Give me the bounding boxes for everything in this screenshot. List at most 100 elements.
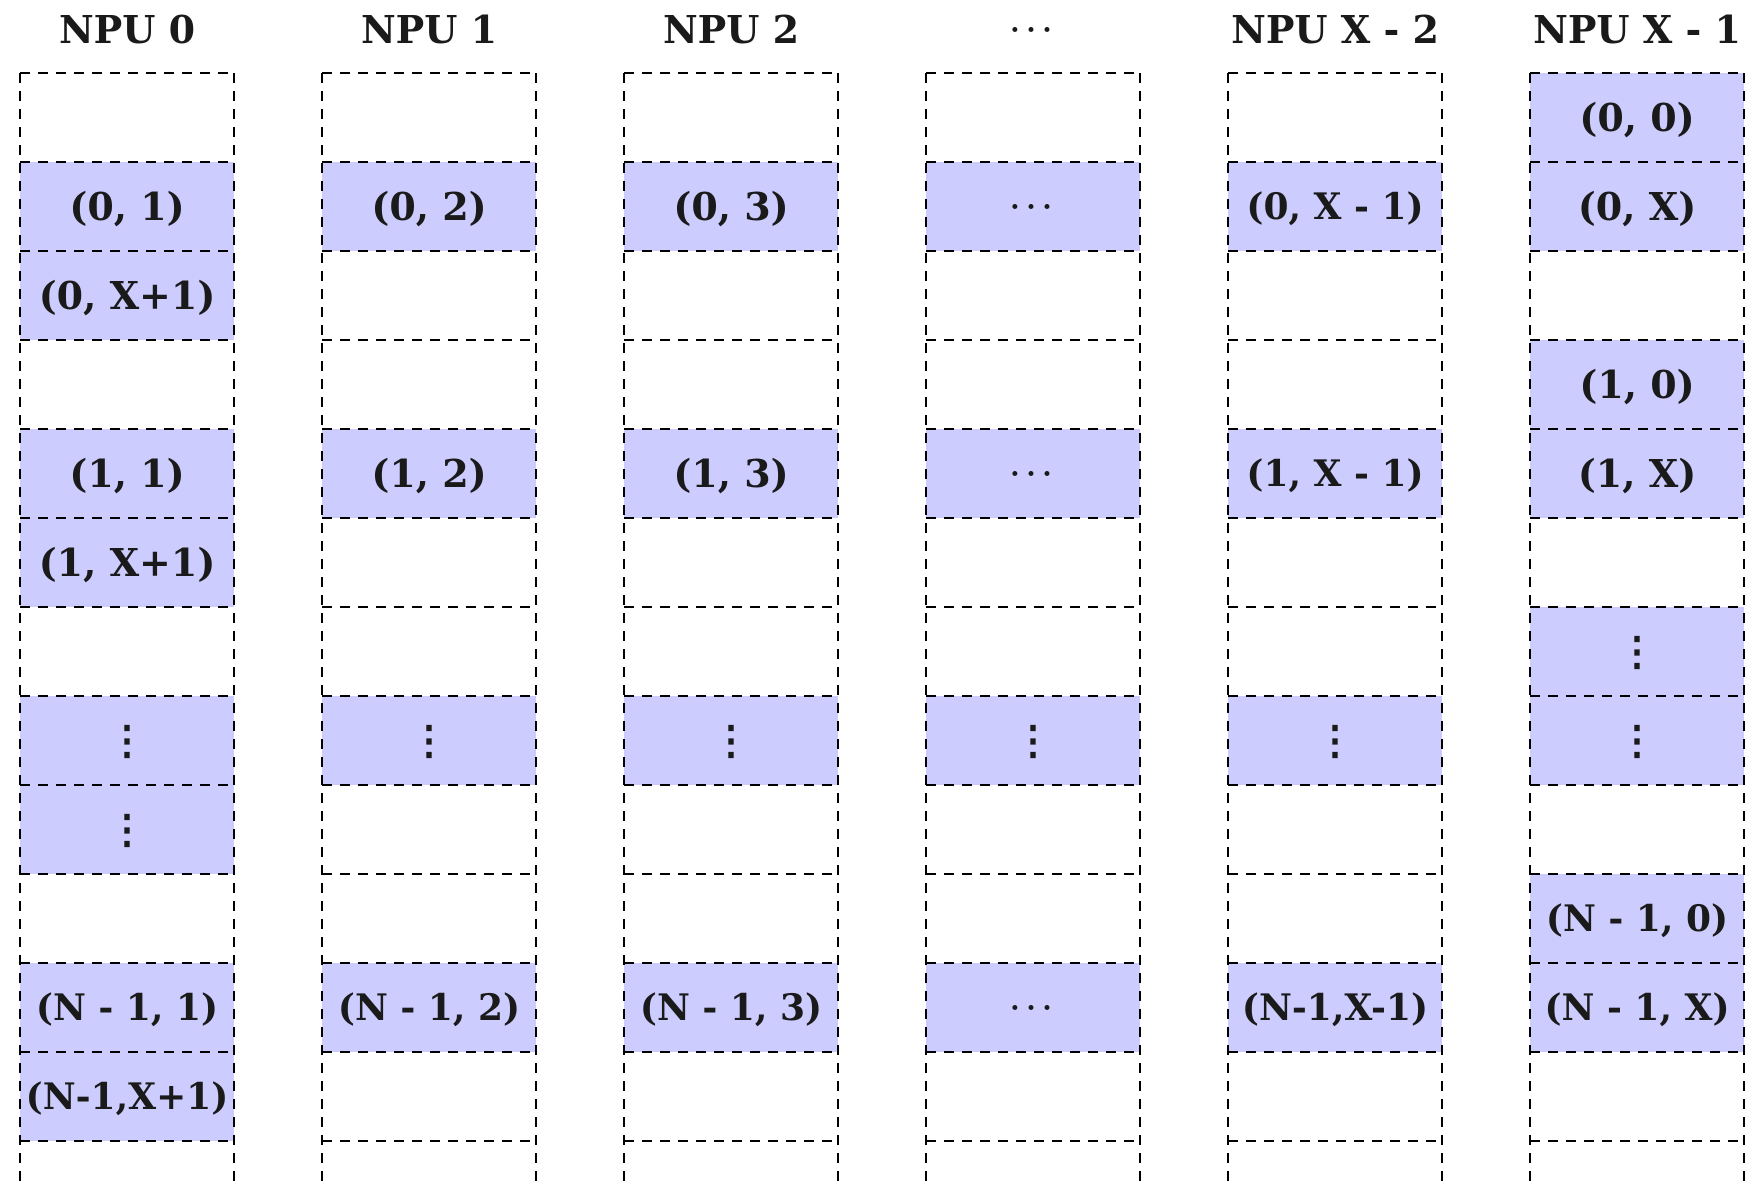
column-title-1: NPU 1 bbox=[360, 7, 498, 52]
cell-label: (N - 1, 2) bbox=[337, 986, 521, 1029]
memory-cell-c1-r12 bbox=[322, 1141, 536, 1181]
memory-cell-c4-r0 bbox=[1228, 73, 1442, 162]
memory-cell-c0-r11: (N-1,X+1) bbox=[20, 1052, 234, 1141]
memory-cell-c2-r10: (N - 1, 3) bbox=[624, 963, 838, 1052]
memory-cell-c0-r3 bbox=[20, 340, 234, 429]
memory-cell-c3-r4: ··· bbox=[926, 429, 1140, 518]
memory-cell-c4-r11 bbox=[1228, 1052, 1442, 1141]
memory-cell-c5-r0: (0, 0) bbox=[1530, 73, 1744, 162]
vertical-ellipsis: ⋮ bbox=[1617, 627, 1657, 675]
cell-label: (0, 2) bbox=[371, 184, 487, 229]
cell-label: (N - 1, 3) bbox=[639, 986, 823, 1029]
column-title-2: NPU 2 bbox=[662, 7, 800, 52]
memory-cell-c5-r12 bbox=[1530, 1141, 1744, 1181]
memory-cell-c3-r9 bbox=[926, 874, 1140, 963]
cell-label: (1, X+1) bbox=[38, 540, 216, 585]
memory-cell-c5-r4: (1, X) bbox=[1530, 429, 1744, 518]
cell-label: (1, X) bbox=[1577, 451, 1697, 496]
memory-cell-c2-r8 bbox=[624, 785, 838, 874]
memory-cell-c5-r7: ⋮ bbox=[1530, 696, 1744, 785]
vertical-ellipsis: ⋮ bbox=[107, 716, 147, 764]
memory-cell-c3-r11 bbox=[926, 1052, 1140, 1141]
cell-label: (N-1,X-1) bbox=[1241, 986, 1429, 1029]
memory-cell-c0-r9 bbox=[20, 874, 234, 963]
memory-cell-c1-r4: (1, 2) bbox=[322, 429, 536, 518]
memory-cell-c3-r1: ··· bbox=[926, 162, 1140, 251]
memory-cell-c4-r5 bbox=[1228, 518, 1442, 607]
cell-label: (0, 1) bbox=[69, 184, 185, 229]
memory-cell-c0-r2: (0, X+1) bbox=[20, 251, 234, 340]
memory-cell-c1-r5 bbox=[322, 518, 536, 607]
memory-cell-c3-r6 bbox=[926, 607, 1140, 696]
memory-cell-c3-r3 bbox=[926, 340, 1140, 429]
cell-label: (N - 1, 1) bbox=[35, 986, 219, 1029]
column-title-5: NPU X - 1 bbox=[1533, 7, 1741, 52]
memory-cell-c1-r10: (N - 1, 2) bbox=[322, 963, 536, 1052]
memory-cell-c3-r7: ⋮ bbox=[926, 696, 1140, 785]
cell-label: (N - 1, 0) bbox=[1545, 897, 1729, 940]
memory-cell-c0-r0 bbox=[20, 73, 234, 162]
cell-label: (N-1,X+1) bbox=[25, 1075, 229, 1118]
cell-label: (1, 1) bbox=[69, 451, 185, 496]
memory-cell-c4-r6 bbox=[1228, 607, 1442, 696]
cell-label: (1, 3) bbox=[673, 451, 789, 496]
memory-cell-c2-r6 bbox=[624, 607, 838, 696]
memory-cell-c3-r0 bbox=[926, 73, 1140, 162]
memory-cell-c4-r10: (N-1,X-1) bbox=[1228, 963, 1442, 1052]
memory-cell-c4-r8 bbox=[1228, 785, 1442, 874]
cell-label: (N - 1, X) bbox=[1544, 986, 1730, 1029]
cell-label: (1, 0) bbox=[1579, 362, 1695, 407]
cell-label: ··· bbox=[1008, 184, 1058, 229]
memory-cell-c0-r12 bbox=[20, 1141, 234, 1181]
memory-cell-c5-r11 bbox=[1530, 1052, 1744, 1141]
memory-cell-c2-r9 bbox=[624, 874, 838, 963]
vertical-ellipsis: ⋮ bbox=[1315, 716, 1355, 764]
memory-cell-c5-r10: (N - 1, X) bbox=[1530, 963, 1744, 1052]
memory-cell-c2-r0 bbox=[624, 73, 838, 162]
column-title-0: NPU 0 bbox=[58, 7, 196, 52]
memory-cell-c4-r12 bbox=[1228, 1141, 1442, 1181]
memory-cell-c2-r3 bbox=[624, 340, 838, 429]
vertical-ellipsis: ⋮ bbox=[711, 716, 751, 764]
memory-cell-c0-r4: (1, 1) bbox=[20, 429, 234, 518]
memory-cell-c0-r5: (1, X+1) bbox=[20, 518, 234, 607]
memory-cell-c1-r0 bbox=[322, 73, 536, 162]
memory-cell-c1-r3 bbox=[322, 340, 536, 429]
memory-cell-c3-r8 bbox=[926, 785, 1140, 874]
memory-cell-c0-r7: ⋮ bbox=[20, 696, 234, 785]
cell-label: ··· bbox=[1008, 451, 1058, 496]
memory-cell-c0-r1: (0, 1) bbox=[20, 162, 234, 251]
memory-cell-c1-r7: ⋮ bbox=[322, 696, 536, 785]
cell-label: (1, 2) bbox=[371, 451, 487, 496]
memory-cell-c2-r4: (1, 3) bbox=[624, 429, 838, 518]
memory-cell-c4-r7: ⋮ bbox=[1228, 696, 1442, 785]
cell-label: (0, 0) bbox=[1579, 95, 1695, 140]
memory-cell-c1-r2 bbox=[322, 251, 536, 340]
vertical-ellipsis: ⋮ bbox=[1617, 716, 1657, 764]
memory-cell-c2-r11 bbox=[624, 1052, 838, 1141]
memory-cell-c5-r3: (1, 0) bbox=[1530, 340, 1744, 429]
memory-cell-c3-r12 bbox=[926, 1141, 1140, 1181]
memory-cell-c3-r10: ··· bbox=[926, 963, 1140, 1052]
vertical-ellipsis: ⋮ bbox=[409, 716, 449, 764]
memory-cell-c1-r9 bbox=[322, 874, 536, 963]
vertical-ellipsis: ⋮ bbox=[107, 805, 147, 853]
memory-cell-c2-r7: ⋮ bbox=[624, 696, 838, 785]
memory-cell-c3-r5 bbox=[926, 518, 1140, 607]
column-title-3: ··· bbox=[1008, 8, 1058, 52]
cell-label: (0, 3) bbox=[673, 184, 789, 229]
memory-cell-c2-r2 bbox=[624, 251, 838, 340]
memory-cell-c0-r10: (N - 1, 1) bbox=[20, 963, 234, 1052]
memory-cell-c4-r1: (0, X - 1) bbox=[1228, 162, 1442, 251]
cell-label: (0, X - 1) bbox=[1246, 185, 1424, 228]
memory-cell-c1-r1: (0, 2) bbox=[322, 162, 536, 251]
cell-label: (0, X) bbox=[1577, 184, 1697, 229]
memory-cell-c1-r8 bbox=[322, 785, 536, 874]
memory-cell-c2-r12 bbox=[624, 1141, 838, 1181]
cell-label: ··· bbox=[1008, 985, 1058, 1030]
memory-cell-c1-r6 bbox=[322, 607, 536, 696]
memory-cell-c5-r9: (N - 1, 0) bbox=[1530, 874, 1744, 963]
memory-cell-c0-r8: ⋮ bbox=[20, 785, 234, 874]
column-title-4: NPU X - 2 bbox=[1231, 7, 1439, 52]
